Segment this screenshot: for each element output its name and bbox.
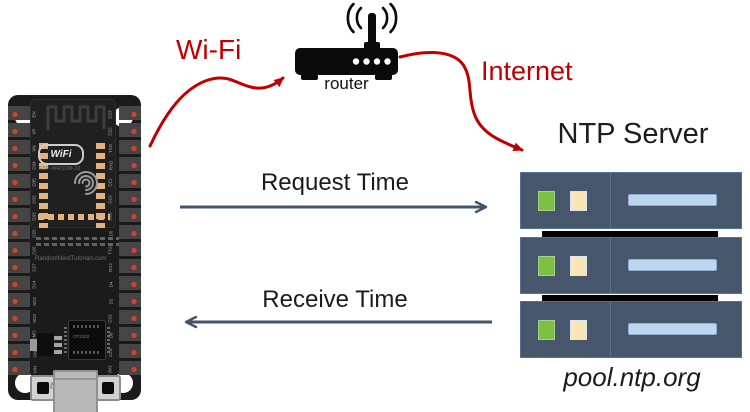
server-drive-bar: [628, 258, 717, 271]
wifi-arrow: [148, 76, 285, 148]
boot-button[interactable]: [95, 375, 121, 401]
regulator-leg: [54, 336, 62, 340]
server-unit: [520, 172, 742, 229]
server-yellow-light: [570, 255, 587, 276]
server-panel-divider: [609, 237, 611, 293]
router-icon: [295, 2, 398, 80]
pin-label: D22: [107, 127, 113, 136]
server-panel-divider: [609, 173, 611, 228]
pin-label: VP: [31, 128, 37, 135]
chip-pin-row: [73, 351, 101, 354]
router-antenna-base: [364, 42, 380, 51]
wifi-logo-text: WiFi: [50, 149, 72, 160]
module-bottom-pads: [38, 214, 110, 220]
pin-label: D32: [31, 195, 37, 204]
pin-label: TX2: [107, 246, 113, 255]
wifi-waves-icon: [346, 2, 398, 34]
wifi-logo-badge: WiFi: [38, 144, 84, 165]
chip-pin-column: [107, 327, 110, 353]
router-label: router: [324, 74, 369, 93]
pin-label: 3V3: [107, 365, 113, 374]
module-name-text: ESP-WROOM-32: [39, 166, 81, 172]
server-unit: [520, 236, 742, 294]
pin-label: RX2: [107, 263, 113, 272]
voltage-regulator: [37, 333, 54, 356]
receive-time-label: Receive Time: [262, 286, 408, 313]
pin-label: D15: [107, 314, 113, 323]
server-green-light: [538, 320, 555, 340]
pin-label: D19: [107, 195, 113, 204]
pin-label: SD3: [31, 314, 37, 323]
server-green-light: [538, 255, 555, 276]
pin-label: D2: [107, 298, 113, 305]
server-panel-divider: [609, 302, 611, 357]
internet-label: Internet: [481, 56, 573, 86]
ntp-server-rack: [520, 172, 743, 364]
pin-label: D35: [31, 178, 37, 187]
server-yellow-light: [570, 191, 587, 211]
chip-label: CP2102: [73, 334, 90, 339]
pin-label: D21: [107, 178, 113, 187]
router-led-dots: [352, 58, 391, 65]
pin-label: D34: [31, 161, 37, 170]
regulator-leg: [54, 343, 62, 347]
voltage-regulator-tab: [30, 339, 37, 351]
module-pads-right: [96, 143, 105, 228]
server-yellow-light: [570, 320, 587, 340]
chip-pin-column: [64, 327, 67, 353]
pin-label: D4: [107, 281, 113, 288]
pool-ntp-org-label: pool.ntp.org: [563, 362, 701, 392]
pin-label: VN: [31, 145, 37, 152]
pin-label: D23: [107, 110, 113, 119]
regulator-leg: [54, 350, 62, 354]
pin-dots-right: [130, 106, 138, 378]
server-drive-bar: [628, 194, 717, 206]
pin-label: RXD: [108, 160, 114, 171]
usb-connector[interactable]: [53, 370, 98, 412]
en-button[interactable]: [30, 375, 56, 401]
pin-label: EN: [31, 111, 37, 118]
server-unit: [520, 301, 742, 358]
pin-label: SD2: [31, 297, 37, 306]
cp2102-chip: CP2102: [64, 320, 110, 360]
rack-separator: [542, 230, 718, 237]
module-pads-left: [39, 143, 48, 228]
request-time-label: Request Time: [260, 169, 410, 196]
solder-pad-row: [36, 237, 119, 240]
usb-connector-detail: [55, 378, 96, 380]
router-body: [295, 48, 398, 75]
rack-separator: [542, 295, 718, 301]
solder-pad-row: [36, 243, 119, 246]
board-watermark: RandomNerdTutorials.com: [35, 256, 107, 262]
pin-label: D26: [31, 246, 37, 255]
router-antenna: [368, 13, 376, 50]
wifi-label: Wi-Fi: [176, 34, 242, 65]
pin-label: D14: [31, 280, 37, 289]
pin-label: TXD: [108, 144, 113, 153]
chip-pin-row: [73, 325, 101, 328]
server-green-light: [538, 191, 555, 211]
pin-dots-left: [11, 106, 19, 378]
en-button-cap: [37, 382, 49, 394]
boot-button-cap: [102, 382, 114, 394]
pin-label: D33: [31, 212, 37, 221]
pin-label: D5: [107, 230, 113, 237]
pin-label: VIN: [31, 365, 37, 374]
pin-label: D27: [31, 263, 37, 272]
server-drive-bar: [628, 323, 717, 335]
ntp-server-title: NTP Server: [557, 118, 709, 150]
